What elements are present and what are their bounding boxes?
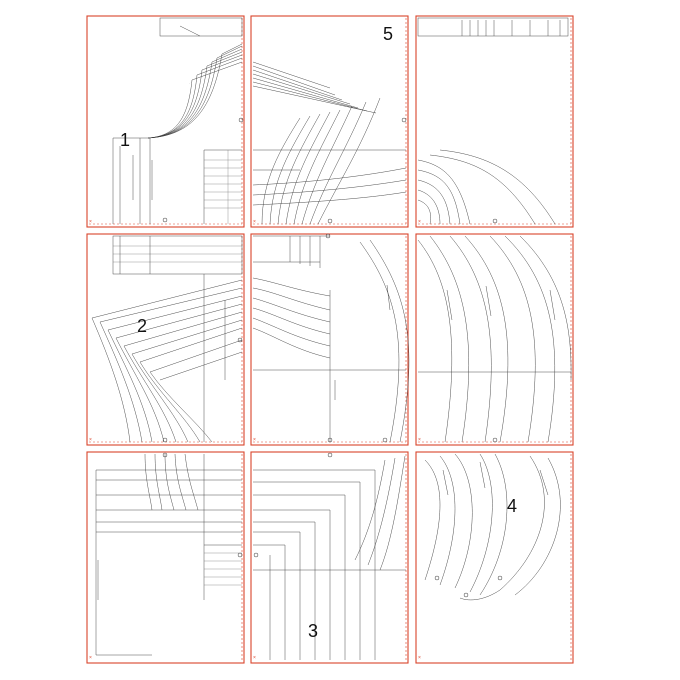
svg-text:×: ×: [89, 219, 92, 225]
piece-number-5: 5: [383, 24, 393, 44]
piece-number-3: 3: [308, 621, 318, 641]
svg-text:×: ×: [253, 655, 256, 661]
piece-5-back-bodice: [252, 61, 407, 225]
piece-center-panel: [252, 233, 410, 443]
tile-p9: [415, 451, 574, 664]
svg-text:×: ×: [418, 219, 421, 225]
svg-text:×: ×: [418, 655, 421, 661]
tile-grid: × × × × × × × × ×: [86, 15, 574, 664]
tile-p8: [250, 451, 409, 664]
svg-text:×: ×: [89, 437, 92, 443]
svg-text:×: ×: [89, 655, 92, 661]
piece-3-skirt-front: [253, 452, 406, 660]
piece-number-2: 2: [137, 316, 147, 336]
svg-text:×: ×: [253, 219, 256, 225]
tile-p6: [415, 233, 574, 446]
piece-1-sleeve-cap: ·: [112, 17, 244, 224]
svg-text:×: ×: [253, 437, 256, 443]
piece-4-skirt-side: [424, 453, 561, 601]
tile-p3: [415, 15, 574, 228]
tile-p7: [86, 451, 245, 664]
piece-number-1: 1: [120, 130, 130, 150]
piece-side-panels: [417, 235, 572, 443]
tile-p4: [86, 233, 245, 446]
piece-waistband-blocks: [95, 452, 243, 656]
svg-text:×: ×: [418, 437, 421, 443]
piece-2-front-bodice: [91, 235, 243, 443]
tile-p1: [86, 15, 245, 228]
tile-p5: [250, 233, 409, 446]
piece-top-right-block: [417, 17, 569, 225]
tile-p2: [250, 15, 409, 228]
piece-number-4: 4: [507, 496, 517, 516]
svg-text:·: ·: [189, 82, 190, 85]
